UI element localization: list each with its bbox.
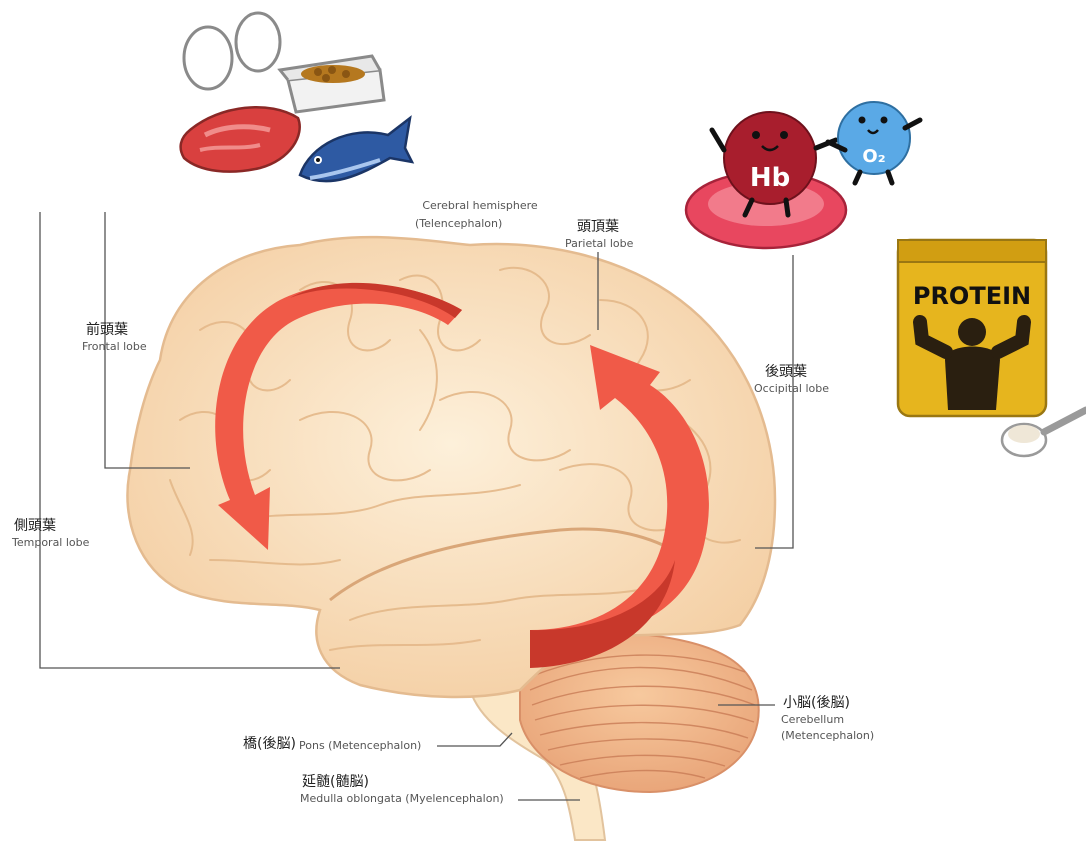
parietal-lobe-en: Parietal lobe (565, 238, 633, 251)
temporal-lobe-jp: 側頭葉 (14, 518, 56, 534)
protein-text: PROTEIN (913, 282, 1031, 310)
frontal-lobe-en: Frontal lobe (82, 341, 147, 354)
fish-icon (300, 118, 412, 181)
egg-icon (184, 13, 280, 89)
meat-icon (181, 107, 300, 171)
protein-bag-icon: PROTEIN (898, 240, 1046, 416)
temporal-lobe-en: Temporal lobe (12, 537, 89, 550)
occipital-lobe-en: Occipital lobe (754, 383, 829, 396)
medulla-en: Medulla oblongata (Myelencephalon) (300, 793, 504, 806)
pons-en: Pons (Metencephalon) (299, 740, 421, 753)
o2-text: O₂ (862, 146, 885, 167)
parietal-lobe-jp: 頭頂葉 (577, 219, 619, 235)
protein-illustration: PROTEIN (898, 240, 1086, 456)
telencephalon-label: (Telencephalon) (415, 218, 502, 231)
cerebellum-en: Cerebellum (781, 714, 844, 727)
cerebellum-en-2: (Metencephalon) (781, 730, 874, 743)
natto-icon (280, 56, 384, 112)
cerebellum-jp: 小脳(後脳) (783, 695, 850, 711)
hb-text: Hb (750, 163, 790, 193)
oxygen-character-icon: O₂ (828, 102, 920, 183)
occipital-lobe-jp: 後頭葉 (765, 364, 807, 380)
food-illustration (181, 13, 412, 181)
pons-jp: 橋(後脳) (243, 736, 296, 752)
cerebral-hemisphere-label: Cerebral hemisphere (400, 200, 560, 213)
frontal-lobe-jp: 前頭葉 (86, 322, 128, 338)
medulla-jp: 延髄(髄脳) (302, 774, 369, 790)
blood-cell-illustration: Hb O₂ (686, 102, 920, 248)
